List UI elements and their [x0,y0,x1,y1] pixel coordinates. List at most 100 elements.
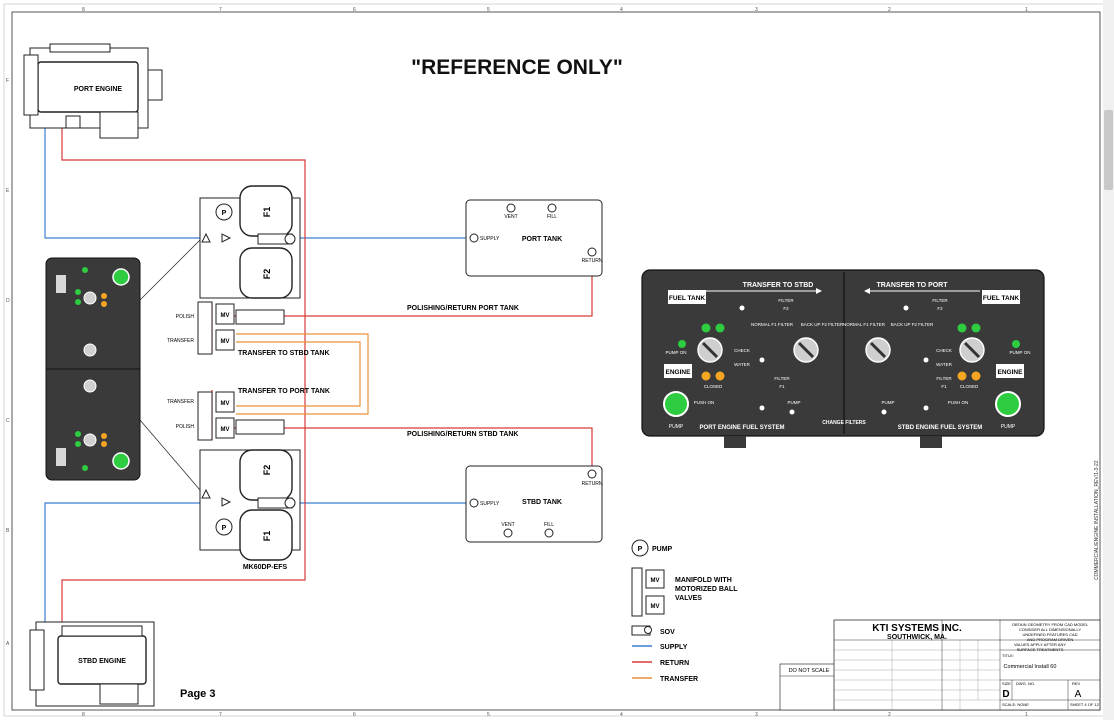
mv-label: MV [221,427,230,433]
pump-on-label-port: PUMP ON [666,350,687,355]
zone-letter: F [6,78,9,84]
stbd-engine-fuel-system-caption: STBD ENGINE FUEL SYSTEM [898,425,983,431]
values-note2: SURFACE TREATMENTS [1017,647,1064,652]
port-engine[interactable]: PORT ENGINE [23,43,163,139]
backup-f2-label: BACK UP F2 FILTER [801,322,844,327]
push-on-label: PUSH ON [694,400,715,405]
note-line3: UNDEFINED FEATURES CAD [1022,632,1077,637]
legend: P PUMP MV MV MANIFOLD WITH MOTORIZED BAL… [631,539,738,683]
port-tank-fill: FILL [547,214,557,220]
zone-letter: D [6,298,10,304]
zone-letters-left: F E D C B A [6,78,10,647]
company-name: KTI SYSTEMS INC. [872,623,962,634]
page-label: Page 3 [180,688,215,700]
zone-number: 6 [353,712,356,718]
size-value: D [1002,689,1009,700]
note-line2: CONSIDER ALL DIMENSIONALLY [1019,627,1082,632]
fuel-tank-label-stbd: FUEL TANK [983,295,1020,302]
legend-mv-symbol: MV [651,604,660,610]
do-not-scale: DO NOT SCALE [789,668,830,674]
valve-knob[interactable] [83,343,97,357]
zone-number: 6 [353,7,356,13]
port-pump-button[interactable] [663,391,689,417]
engine-label-stbd: ENGINE [998,369,1024,376]
filter-f2-label-stbd: F2 [262,465,272,476]
polish-return-stbd-line [230,427,593,475]
legend-manifold-line3: VALVES [675,595,702,602]
zone-number: 8 [82,7,85,13]
port-tank[interactable]: VENT FILL SUPPLY PORT TANK RETURN [465,199,603,277]
change-filters-caption: CHANGE FILTERS [822,420,866,426]
pump-button-stbd[interactable] [112,452,130,470]
title-block: DO NOT SCALE KTI SYSTEMS INC. SOUTHWICK,… [779,619,1101,711]
zone-number: 7 [219,712,222,718]
note-line4: AND PROGRAM DRIVEN [1027,637,1074,642]
size-label: SIZE [1002,681,1011,686]
stbd-pump-button[interactable] [995,391,1021,417]
port-tank-title: PORT TANK [522,236,562,243]
legend-pump-symbol: P [638,546,643,553]
transfer-to-stbd-label: TRANSFER TO STBD TANK [238,350,330,357]
filter-label: FILTER [778,298,794,303]
filter-unit-port[interactable]: F1 F2 P [199,185,301,299]
legend-pump-label: PUMP [652,546,673,553]
side-note: COMMERCIAL/ENGINE INSTALLATION_REV/1-3-2… [1094,460,1100,580]
stbd-tank-vent: VENT [501,522,514,528]
title-label: TITLE: [1002,653,1014,658]
filter-f1-label-stbd: F1 [262,531,272,542]
pump-symbol-label-stbd: P [222,525,227,532]
scrollbar-track[interactable] [1103,0,1114,720]
legend-transfer-label: TRANSFER [660,676,698,683]
stbd-engine[interactable]: STBD ENGINE [29,621,155,707]
polish-return-port-line [230,262,593,317]
zone-number: 7 [219,7,222,13]
legend-return-label: RETURN [660,660,689,667]
transfer-loop-outer [236,333,369,415]
pump-button-port[interactable] [112,268,130,286]
f1-label: F1 [941,384,947,389]
page-title: "REFERENCE ONLY" [411,56,623,79]
pump-on-label-stbd: PUMP ON [1010,350,1031,355]
legend-sov-label: SOV [660,629,675,636]
main-control-panel[interactable]: TRANSFER TO STBD TRANSFER TO PORT FUEL T… [641,269,1045,448]
manifold-transfer-label: TRANSFER [167,338,194,344]
pump-label: PUMP [787,400,800,405]
check-label: CHECK [734,348,750,353]
polish-return-port-label: POLISHING/RETURN PORT TANK [407,305,519,312]
pump-label: PUMP [881,400,894,405]
port-engine-fuel-system-caption: PORT ENGINE FUEL SYSTEM [700,425,785,431]
water-label: WATER [936,362,952,367]
stbd-tank-supply: SUPPLY [480,501,500,507]
zone-number: 3 [755,7,758,13]
port-engine-supply-line [44,110,195,239]
valve-knob[interactable] [83,433,97,447]
values-note1: VALUES APPLY AFTER ANY [1014,642,1066,647]
manifold-polish-label: POLISH [176,314,195,320]
fuel-tank-label-port: FUEL TANK [669,295,706,302]
zone-numbers-top: 8 7 6 5 4 3 2 1 [82,7,1028,13]
valve-knob[interactable] [83,291,97,305]
f2-label: F2 [783,306,789,311]
zone-letter: A [6,641,10,647]
zone-number: 1 [1025,7,1028,13]
filter-label: FILTER [932,298,948,303]
dwg-no-label: DWG. NO. [1016,681,1035,686]
manifold-bottom[interactable]: MV MV TRANSFER POLISH [167,391,285,441]
transfer-to-port-label: TRANSFER TO PORT TANK [238,388,330,395]
pump-symbol-label: P [222,210,227,217]
zone-number: 4 [620,7,623,13]
scrollbar-thumb[interactable] [1104,110,1113,190]
filter-unit-stbd[interactable]: F2 F1 P MK60DP-EFS [199,449,301,571]
mv-label: MV [221,401,230,407]
port-tank-supply: SUPPLY [480,236,500,242]
stbd-tank[interactable]: RETURN SUPPLY STBD TANK VENT FILL [465,465,603,543]
left-control-panel[interactable] [45,257,141,481]
valve-knob[interactable] [83,379,97,393]
manifold-top[interactable]: MV MV POLISH TRANSFER [167,301,285,355]
closed-label-stbd: CLOSED [960,384,979,389]
pump-on-light-port [678,340,686,348]
zone-number: 8 [82,712,85,718]
return-lines [61,110,593,625]
zone-number: 5 [487,712,490,718]
zone-number: 4 [620,712,623,718]
